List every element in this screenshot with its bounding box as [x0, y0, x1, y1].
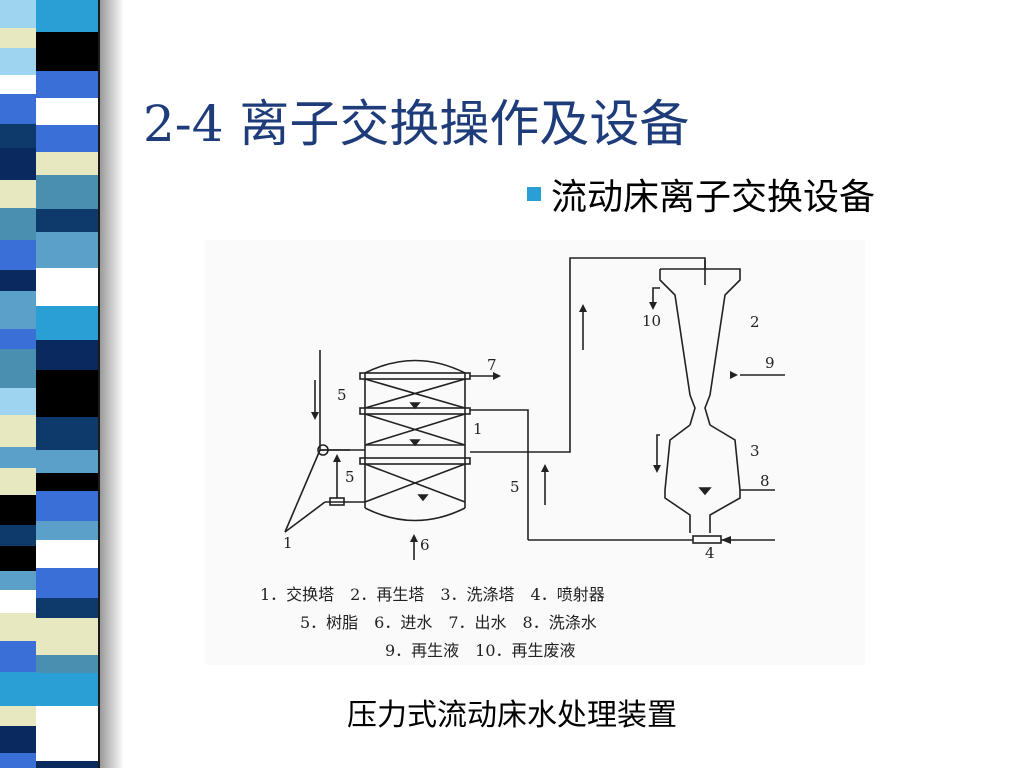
callout-left-1: 1 [283, 534, 293, 552]
stripe-segment [0, 468, 36, 495]
stripe-segment [36, 706, 98, 738]
stripe-segment [0, 388, 36, 415]
callout-resin-pipe: 5 [510, 478, 520, 496]
stripe-shadow [100, 0, 124, 768]
diagram-legend: 1．交换塔 2．再生塔 3．洗涤塔 4．喷射器 5．树脂 6．进水 7．出水 8… [260, 585, 605, 660]
stripe-segment [36, 152, 98, 175]
callout-regenerant: 9 [765, 354, 775, 372]
stripe-segment [0, 571, 36, 590]
stripe-segment [36, 738, 98, 761]
stripe-segment [36, 0, 98, 32]
stripe-segment [0, 28, 36, 48]
stripe-segment [0, 270, 36, 291]
stripe-segment [0, 124, 36, 148]
stripe-segment [36, 655, 98, 673]
callout-resin-top: 5 [337, 386, 347, 404]
equipment-diagram: 1 1 2 3 4 5 5 5 6 7 8 9 10 1．交换塔 2．再生塔 3… [205, 240, 865, 665]
stripe-segment [0, 291, 36, 329]
stripe-segment [36, 175, 98, 209]
stripe-segment [36, 521, 98, 540]
callout-water-outlet: 7 [487, 356, 497, 374]
stripe-segment [36, 473, 98, 491]
stripe-segment [36, 540, 98, 568]
stripe-segment [0, 94, 36, 124]
stripe-segment [0, 349, 36, 388]
callout-regeneration-tower: 2 [750, 313, 760, 331]
legend-row: 1．交换塔 2．再生塔 3．洗涤塔 4．喷射器 [260, 585, 605, 604]
stripe-segment [0, 672, 36, 706]
callout-water-inlet: 6 [420, 536, 430, 554]
stripe-segment [36, 598, 98, 618]
stripe-segment [0, 180, 36, 208]
stripe-segment [36, 568, 98, 598]
stripe-segment [0, 240, 36, 270]
stripe-segment [36, 395, 98, 417]
regeneration-and-washing-towers [659, 260, 741, 533]
callout-resin-mid: 5 [345, 468, 355, 486]
stripe-segment [0, 208, 36, 240]
stripe-segment [36, 268, 98, 306]
stripe-segment [36, 209, 98, 232]
flow-arrows [311, 302, 738, 544]
stripe-segment [36, 761, 98, 768]
stripe-segment [36, 491, 98, 521]
stripe-segment [0, 613, 36, 641]
stripe-segment [0, 447, 36, 468]
stripe-segment [0, 0, 36, 28]
stripe-segment [36, 618, 98, 655]
stripe-segment [0, 525, 36, 546]
stripe-segment [36, 71, 98, 98]
slide-title: 2-4 离子交换操作及设备 [143, 95, 690, 153]
callout-spent-regenerant: 10 [642, 312, 661, 330]
stripe-segment [0, 706, 36, 726]
callout-ejector: 4 [705, 544, 715, 562]
stripe-segment [36, 417, 98, 450]
stripe-segment [0, 148, 36, 180]
stripe-segment [0, 641, 36, 672]
ejector [692, 535, 722, 544]
stripe-segment [0, 495, 36, 525]
stripe-segment [0, 48, 36, 75]
stripe-segment [36, 32, 98, 71]
callout-exchange-tower: 1 [473, 420, 483, 438]
stripe-segment [36, 340, 98, 370]
legend-row: 5．树脂 6．进水 7．出水 8．洗涤水 [300, 613, 597, 632]
figure-caption: 压力式流动床水处理装置 [347, 698, 677, 733]
bullet-text: 流动床离子交换设备 [551, 177, 876, 218]
bullet-item: 流动床离子交换设备 [527, 168, 875, 220]
exchange-tower [359, 359, 471, 522]
stripe-segment [36, 370, 98, 395]
stripe-segment [0, 415, 36, 447]
stripe-segment [0, 590, 36, 613]
stripe-segment [36, 98, 98, 125]
stripe-segment [36, 673, 98, 706]
legend-row: 9．再生液 10．再生废液 [385, 641, 576, 660]
stripe-segment [0, 329, 36, 349]
callout-washing-tower: 3 [750, 442, 760, 460]
callout-wash-water: 8 [760, 472, 770, 490]
stripe-segment [36, 306, 98, 340]
stripe-segment [0, 546, 36, 571]
stripe-segment [0, 75, 36, 94]
stripe-segment [36, 232, 98, 268]
square-bullet-icon [527, 187, 541, 201]
stripe-segment [0, 753, 36, 768]
stripe-segment [36, 450, 98, 473]
stripe-segment [36, 125, 98, 152]
stripe-segment [0, 726, 36, 753]
